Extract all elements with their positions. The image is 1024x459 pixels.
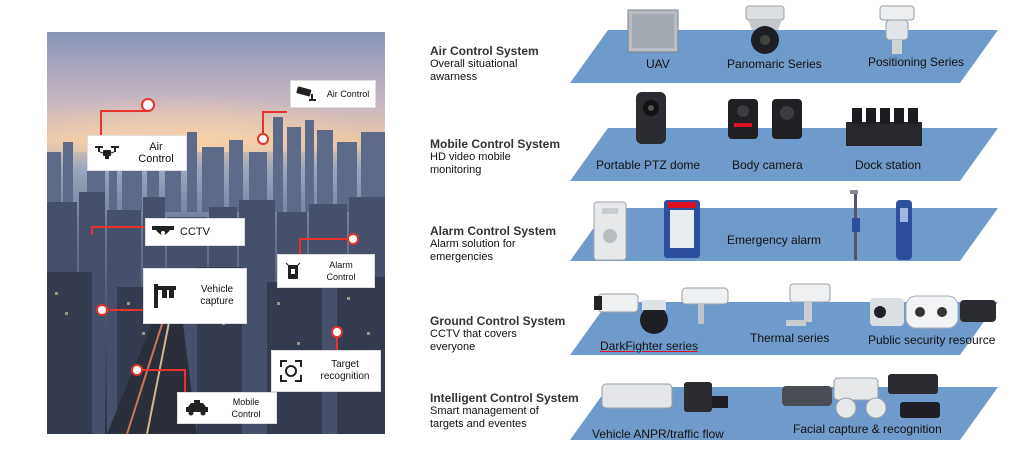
callout-label: CCTV [180, 226, 210, 238]
alarm-column-device [896, 200, 912, 260]
product-label: Panomaric Series [727, 57, 822, 71]
callout-alarm-control: Alarm Control [277, 254, 375, 288]
product-label: Thermal series [750, 331, 830, 345]
intelligent-system-desc: Smart management of targets and eventes [430, 405, 539, 430]
dome-camera-icon [146, 224, 180, 240]
callout-target-recognition: Target recognition [271, 350, 381, 392]
public-security-cameras-device [870, 295, 996, 329]
product-label: Portable PTZ dome [596, 158, 701, 172]
alarm-pole-device [850, 190, 860, 260]
anpr-cameras-device [601, 382, 728, 412]
ground-system-desc: CCTV that covers everyone [430, 328, 517, 353]
panoramic-camera-device [745, 5, 785, 54]
callout-label: Air Control [138, 141, 174, 165]
callout-label: Vehicle capture [200, 284, 234, 307]
vehicle-capture-icon [144, 282, 188, 310]
callout-label: Target recognition [320, 359, 370, 382]
uav-box-device [627, 9, 679, 53]
air-system-title: Air Control System [430, 44, 539, 58]
drone-icon [88, 144, 126, 162]
product-label: Vehicle ANPR/traffic flow [592, 427, 724, 441]
product-label: Body camera [732, 158, 803, 172]
callout-label: Alarm Control [326, 260, 356, 282]
ground-system-title: Ground Control System [430, 314, 566, 328]
callout-cctv: CCTV [145, 218, 245, 246]
callout-mobile-control: Mobile Control [177, 392, 277, 424]
product-label: Emergency alarm [727, 233, 822, 247]
camera-icon [291, 86, 321, 102]
darkfighter-cameras-device [594, 287, 729, 334]
alarm-box-device [664, 200, 700, 258]
positioning-camera-device [879, 5, 915, 54]
mobile-system-title: Mobile Control System [430, 137, 561, 151]
intelligent-system-title: Intelligent Control System [430, 391, 579, 405]
callout-label: Mobile Control [231, 397, 261, 419]
air-system-desc: Overall situational awarness [430, 58, 518, 83]
alarm-system-title: Alarm Control System [430, 224, 557, 238]
plane-intelligent [570, 387, 998, 440]
product-label: Facial capture & recognition [793, 422, 942, 436]
facial-capture-cameras-device [782, 374, 940, 419]
car-icon [178, 400, 216, 416]
alarm-system-desc: Alarm solution for emergencies [430, 238, 516, 263]
alarm-panel-device [593, 201, 627, 261]
city-photo: Air Control Air Control CCTV Alarm Contr… [47, 32, 385, 434]
face-recognition-icon [272, 359, 310, 383]
mobile-system-desc: HD video mobile monitoring [430, 151, 511, 176]
callout-air-control-camera: Air Control [290, 80, 376, 108]
portable-ptz-device [636, 92, 666, 144]
alarm-button-icon [278, 261, 308, 281]
product-label: UAV [646, 57, 670, 71]
product-label: Dock station [855, 158, 922, 172]
thermal-camera-device [786, 283, 831, 326]
callout-vehicle-capture: Vehicle capture [143, 268, 247, 324]
product-label: Positioning Series [868, 55, 965, 69]
product-label: DarkFighter series [600, 339, 699, 353]
callout-air-control-drone: Air Control [87, 135, 187, 171]
callout-label: Air Control [326, 89, 370, 99]
product-label: Public security resource [868, 333, 996, 347]
body-camera-device-2 [772, 99, 802, 139]
body-camera-device-1 [728, 99, 758, 139]
dock-station-device [846, 108, 922, 146]
